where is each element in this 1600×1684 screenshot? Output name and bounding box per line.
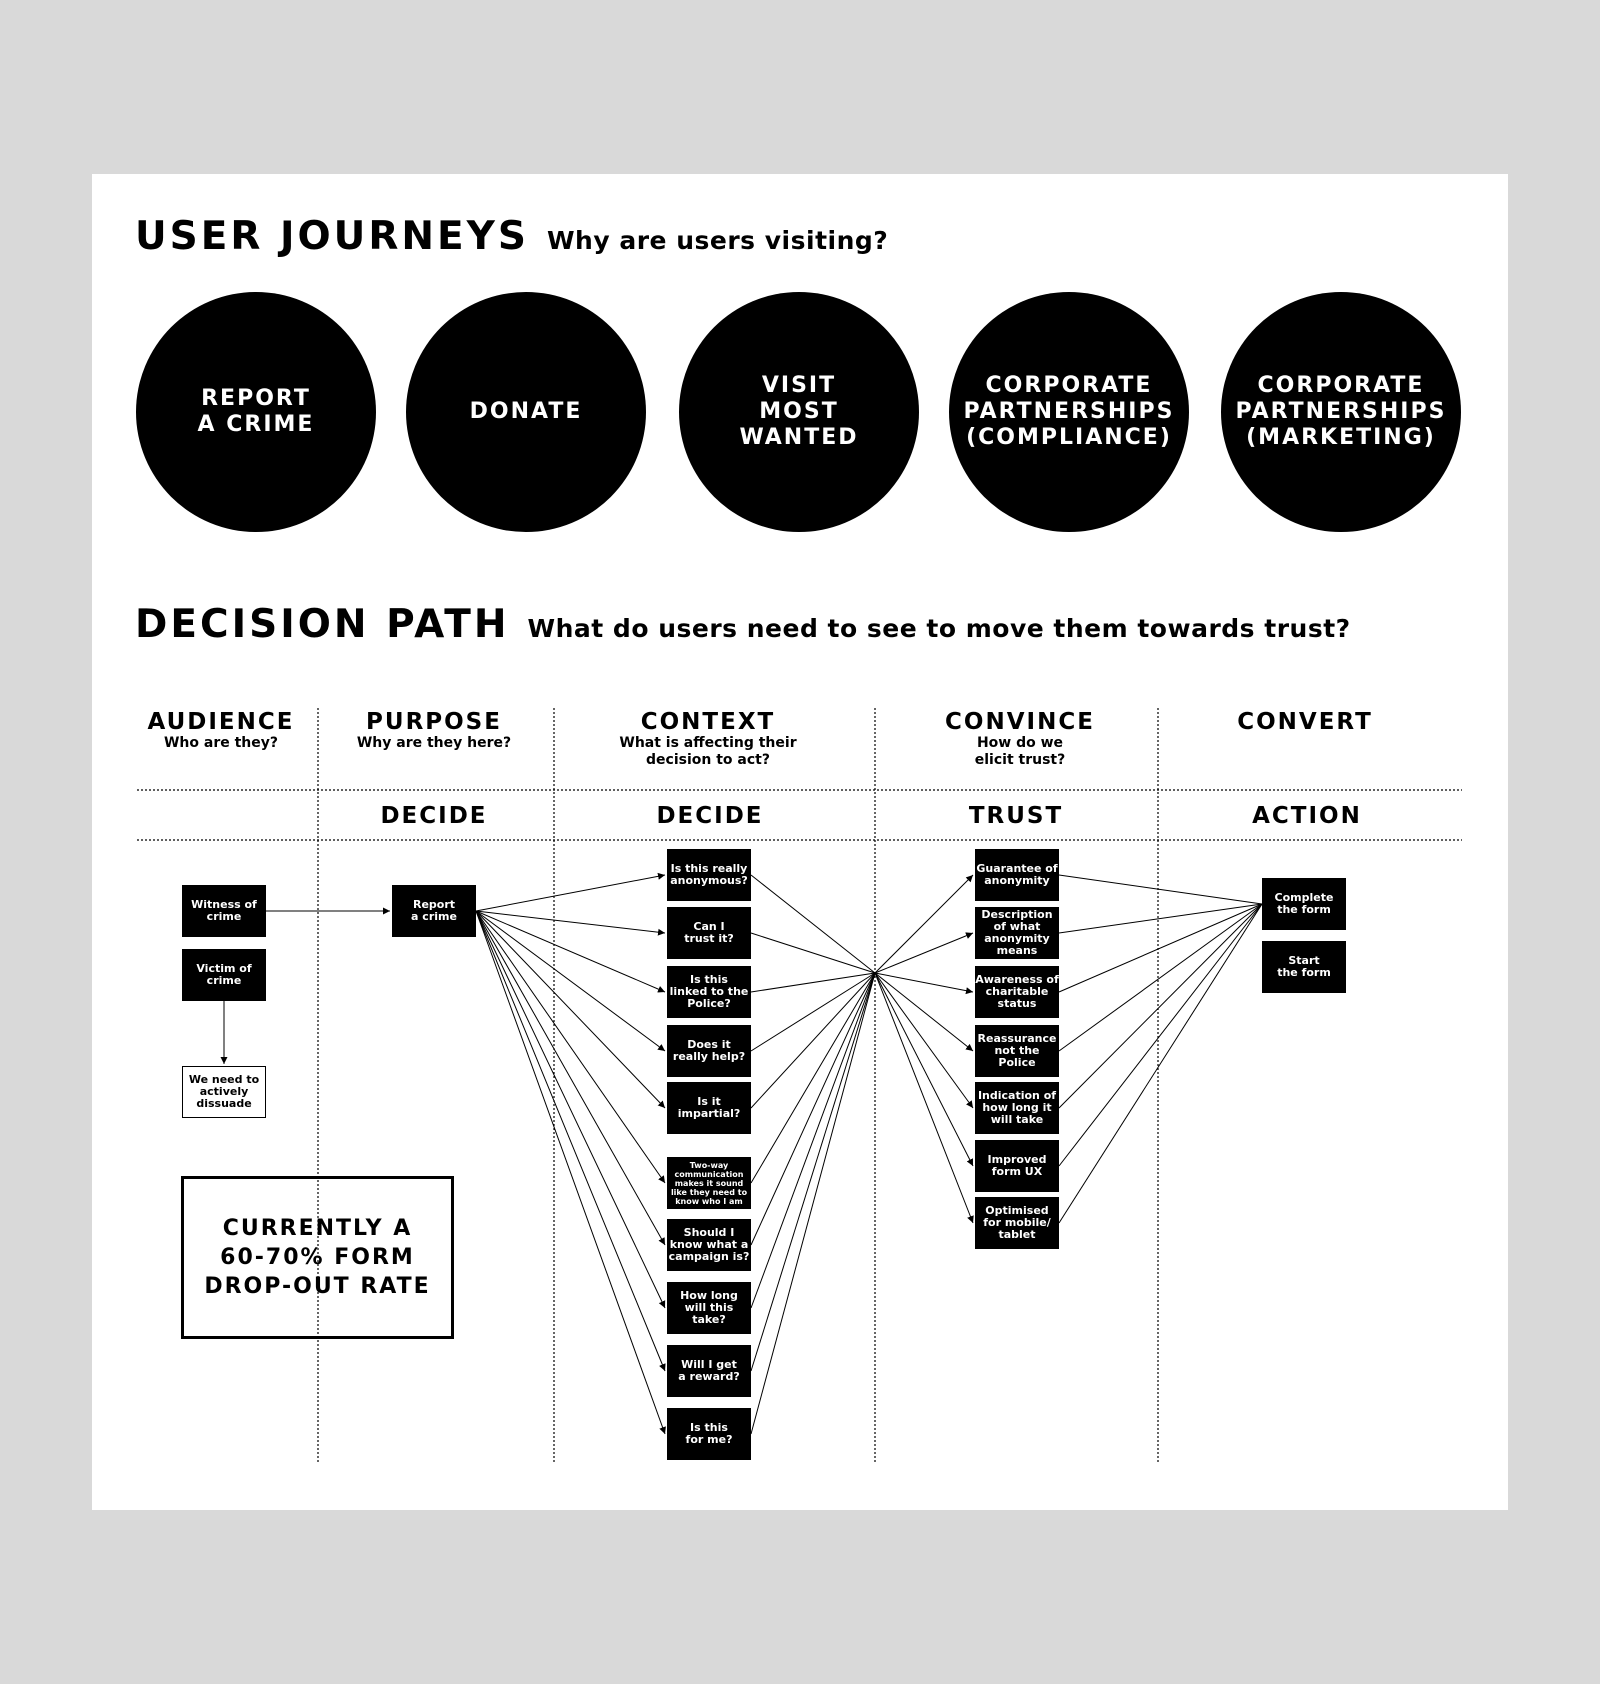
user-journeys-subtitle: Why are users visiting? xyxy=(546,226,889,255)
journey-donate: DONATE xyxy=(406,292,646,532)
connector-context-to-hub-6 xyxy=(750,972,876,1246)
context-police-link: Is this linked to the Police? xyxy=(667,966,751,1018)
connector-purpose-to-context-6 xyxy=(475,910,666,1246)
connector-context-to-hub-9 xyxy=(750,972,876,1435)
column-audience-title: AUDIENCE xyxy=(147,709,295,735)
column-convert: CONVERT xyxy=(1165,709,1445,735)
connector-context-to-hub-5 xyxy=(750,972,876,1184)
stage-convince: TRUST xyxy=(968,803,1064,829)
connector-convince-to-convert-3 xyxy=(1058,903,1263,1052)
column-context-subtitle: What is affecting their decision to act? xyxy=(619,735,797,768)
column-convince-subtitle: How do we elicit trust? xyxy=(974,735,1066,768)
connector-purpose-to-context-2 xyxy=(475,910,666,993)
connector-purpose-to-context-0 xyxy=(475,872,666,912)
convert-start-form: Start the form xyxy=(1262,941,1346,993)
context-impartial: Is it impartial? xyxy=(667,1082,751,1134)
connector-hub-to-convince-4 xyxy=(874,972,974,1109)
column-convince-title: CONVINCE xyxy=(945,709,1095,735)
context-campaign: Should I know what a campaign is? xyxy=(667,1219,751,1271)
column-context-title: CONTEXT xyxy=(640,709,776,735)
decision-path-title: DECISION PATH xyxy=(135,602,510,647)
decision-path-subtitle: What do users need to see to move them t… xyxy=(527,614,1351,643)
connector-context-to-hub-7 xyxy=(750,972,876,1309)
connector-hub-to-convince-6 xyxy=(874,972,974,1224)
column-purpose-title: PURPOSE xyxy=(366,709,502,735)
connector-context-to-hub-0 xyxy=(750,874,876,974)
convince-charitable-status: Awareness of charitable status xyxy=(975,966,1059,1018)
connector-context-to-hub-4 xyxy=(750,972,876,1109)
connector-purpose-to-context-9 xyxy=(475,910,666,1435)
context-for-me: Is this for me? xyxy=(667,1408,751,1460)
connector-hub-to-convince-0 xyxy=(874,874,974,974)
audience-witness: Witness of crime xyxy=(182,885,266,937)
column-context: CONTEXT What is affecting their decision… xyxy=(568,709,848,769)
context-trust: Can I trust it? xyxy=(667,907,751,959)
connector-hub-to-convince-1 xyxy=(874,932,974,974)
connector-hub-to-convince-2 xyxy=(874,972,974,995)
column-audience: AUDIENCE Who are they? xyxy=(81,709,361,752)
connector-hub-to-convince-5 xyxy=(874,972,974,1167)
connector-purpose-to-context-8 xyxy=(475,910,666,1372)
convince-mobile-tablet: Optimised for mobile/ tablet xyxy=(975,1197,1059,1249)
context-really-help: Does it really help? xyxy=(667,1025,751,1077)
connector-context-to-hub-3 xyxy=(750,972,876,1052)
convince-time-indication: Indication of how long it will take xyxy=(975,1082,1059,1134)
dropout-rate-callout: CURRENTLY A 60-70% FORM DROP-OUT RATE xyxy=(181,1176,454,1339)
connector-convince-to-convert-5 xyxy=(1058,903,1263,1167)
journey-report-crime: REPORT A CRIME xyxy=(136,292,376,532)
grid-lines xyxy=(137,708,1462,1462)
connector-purpose-to-context-5 xyxy=(475,910,666,1184)
connector-context-to-hub-1 xyxy=(750,932,876,974)
connector-purpose-to-context-1 xyxy=(475,910,666,936)
decision-path-heading: DECISION PATH What do users need to see t… xyxy=(135,602,1351,647)
connector-convince-to-convert-1 xyxy=(1058,903,1263,934)
user-journeys-heading: USER JOURNEYS Why are users visiting? xyxy=(135,214,888,259)
connector-convince-to-convert-2 xyxy=(1058,903,1263,993)
column-convince: CONVINCE How do we elicit trust? xyxy=(880,709,1160,769)
convert-complete-form: Complete the form xyxy=(1262,878,1346,930)
journey-corporate-compliance: CORPORATE PARTNERSHIPS (COMPLIANCE) xyxy=(949,292,1189,532)
audience-dissuade-note: We need to actively dissuade xyxy=(182,1066,266,1118)
connector-convince-to-convert-6 xyxy=(1058,903,1263,1224)
stage-purpose: DECIDE xyxy=(380,803,488,829)
context-anonymous: Is this really anonymous? xyxy=(667,849,751,901)
column-purpose-subtitle: Why are they here? xyxy=(356,735,512,751)
connector-purpose-to-context-3 xyxy=(475,910,666,1052)
connector-context-to-hub-2 xyxy=(750,972,876,993)
context-reward: Will I get a reward? xyxy=(667,1345,751,1397)
convince-not-police: Reassurance not the Police xyxy=(975,1025,1059,1077)
audience-victim: Victim of crime xyxy=(182,949,266,1001)
convince-anonymity-description: Description of what anonymity means xyxy=(975,907,1059,959)
context-how-long: How long will this take? xyxy=(667,1282,751,1334)
connector-purpose-to-context-4 xyxy=(475,910,666,1109)
journey-visit-most-wanted: VISIT MOST WANTED xyxy=(679,292,919,532)
connector-convince-to-convert-0 xyxy=(1058,874,1263,905)
convince-anonymity-guarantee: Guarantee of anonymity xyxy=(975,849,1059,901)
stage-convert: ACTION xyxy=(1252,803,1362,829)
context-two-way-communication: Two-way communication makes it sound lik… xyxy=(667,1157,751,1209)
connector-hub-to-convince-3 xyxy=(874,972,974,1052)
stage-context: DECIDE xyxy=(656,803,764,829)
purpose-report-crime: Report a crime xyxy=(392,885,476,937)
column-purpose: PURPOSE Why are they here? xyxy=(294,709,574,752)
convince-form-ux: Improved form UX xyxy=(975,1140,1059,1192)
connector-purpose-to-context-7 xyxy=(475,910,666,1309)
connector-context-to-hub-8 xyxy=(750,972,876,1372)
column-convert-title: CONVERT xyxy=(1237,709,1373,735)
connector-convince-to-convert-4 xyxy=(1058,903,1263,1109)
column-audience-subtitle: Who are they? xyxy=(163,735,279,751)
journey-corporate-marketing: CORPORATE PARTNERSHIPS (MARKETING) xyxy=(1221,292,1461,532)
user-journeys-title: USER JOURNEYS xyxy=(135,214,529,259)
